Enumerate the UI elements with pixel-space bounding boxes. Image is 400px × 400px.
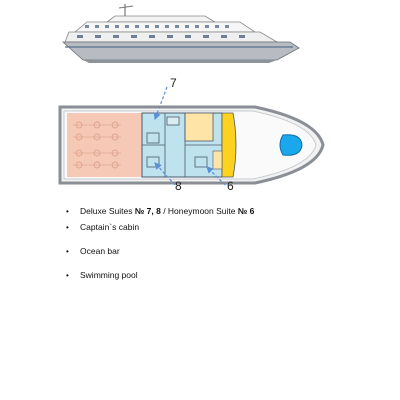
legend-item-suites: Deluxe Suites № 7, 8 / Honeymoon Suite №… — [66, 206, 254, 217]
legend-text: Deluxe Suites — [80, 206, 135, 216]
callout-6: 6 — [227, 179, 234, 193]
legend-item-captain-cabin: Captain`s cabin — [66, 222, 254, 233]
legend-text: Ocean bar — [80, 246, 120, 256]
callout-8: 8 — [175, 179, 182, 193]
arrow-icon — [153, 86, 168, 121]
deck-plan: 7 8 6 — [58, 76, 325, 193]
legend-text: Captain`s cabin — [80, 222, 140, 232]
legend-list: Deluxe Suites № 7, 8 / Honeymoon Suite №… — [66, 206, 254, 281]
ocean-bar-area — [67, 113, 142, 177]
legend-text: / Honeymoon Suite — [160, 206, 238, 216]
legend-honeymoon-number: № 6 — [237, 206, 255, 216]
legend-item-ocean-bar: Ocean bar — [66, 246, 254, 257]
captain-cabin-area — [184, 112, 214, 142]
arrow-icon — [206, 166, 226, 186]
legend-item-swimming-pool: Swimming pool — [66, 270, 254, 281]
legend-suite-numbers: № 7, 8 — [134, 206, 161, 216]
ship-side-view — [61, 4, 300, 63]
bridge-area — [221, 112, 237, 178]
pool-icon — [279, 134, 303, 156]
legend-text: Swimming pool — [80, 270, 138, 280]
callout-7: 7 — [170, 76, 177, 90]
